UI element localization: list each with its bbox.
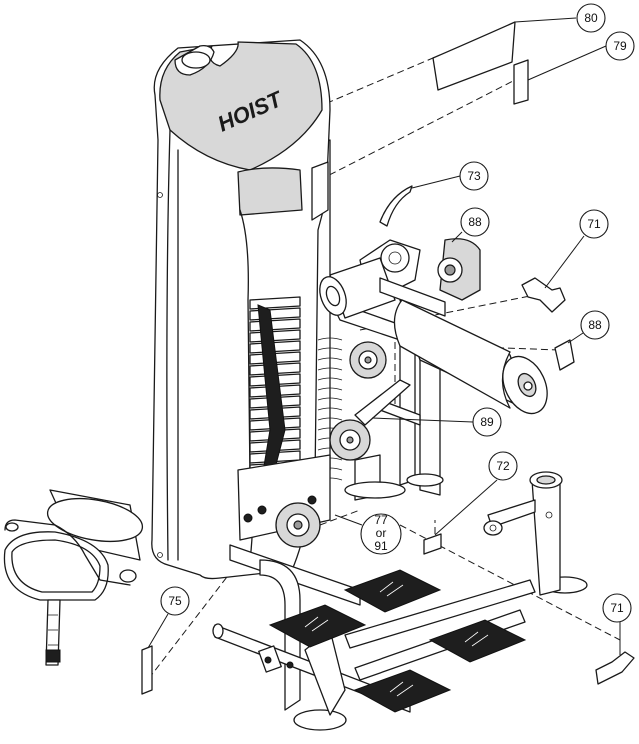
footplate-logo: [379, 581, 404, 597]
callout-72: 72: [434, 451, 518, 536]
callout-88-right: 88: [567, 310, 610, 344]
spring-coil: [317, 367, 343, 371]
svg-text:72: 72: [496, 459, 510, 473]
svg-text:89: 89: [480, 415, 494, 429]
decal-72: [423, 533, 442, 555]
footplate-logo: [464, 631, 489, 647]
decal-71-lower: [595, 651, 635, 685]
front-upright: [483, 471, 563, 596]
svg-text:88: 88: [468, 215, 482, 229]
callout-73: 73: [411, 161, 489, 191]
callout-80: 80: [514, 3, 606, 33]
svg-text:75: 75: [168, 594, 182, 608]
footplate-logo: [389, 681, 414, 697]
pulley-mid: [329, 419, 371, 461]
decal-73: [379, 185, 413, 227]
callout-88-upper: 88: [451, 207, 490, 243]
upper-roller-pad: [319, 257, 446, 319]
footplate: [343, 569, 442, 613]
svg-text:77: 77: [374, 513, 388, 527]
pulley-upper: [349, 341, 387, 379]
spring-coil: [317, 387, 343, 391]
decal-79: [513, 59, 529, 105]
spring-coil: [317, 337, 343, 341]
callout-71-upper: 71: [544, 209, 609, 289]
pulley-lower: [275, 502, 321, 548]
footplate: [268, 604, 367, 648]
spring-coil: [317, 347, 343, 351]
callout-75: 75: [147, 586, 190, 649]
main-roller-pad: [393, 299, 548, 415]
callout-89: 89: [371, 407, 502, 437]
footplate-logo: [304, 616, 329, 632]
spring-coil: [317, 357, 343, 361]
callout-77-or-91: 77 or 91: [334, 513, 402, 555]
hip-pad-assembly: [3, 489, 144, 666]
svg-text:79: 79: [613, 39, 627, 53]
svg-text:80: 80: [584, 11, 598, 25]
footplates: [268, 569, 527, 713]
svg-text:73: 73: [467, 169, 481, 183]
footplate: [353, 669, 452, 713]
spring-coil: [317, 397, 343, 401]
weight-plate: [249, 296, 301, 310]
decal-75: [141, 645, 153, 695]
callout-79: 79: [527, 31, 635, 81]
spring-coil: [317, 377, 343, 381]
svg-text:or: or: [376, 526, 387, 540]
decal-71-upper: [521, 277, 566, 313]
spring-coil: [317, 417, 343, 421]
callouts: 80 79 73 88 71 88 89: [147, 3, 635, 655]
footplate: [428, 619, 527, 663]
svg-text:71: 71: [610, 601, 624, 615]
spring-coil: [317, 407, 343, 411]
callout-71-lower: 71: [602, 593, 632, 655]
svg-text:91: 91: [374, 539, 388, 553]
decal-80: [432, 21, 516, 91]
svg-text:71: 71: [587, 217, 601, 231]
svg-text:88: 88: [588, 318, 602, 332]
decal-88-right: [554, 339, 575, 371]
